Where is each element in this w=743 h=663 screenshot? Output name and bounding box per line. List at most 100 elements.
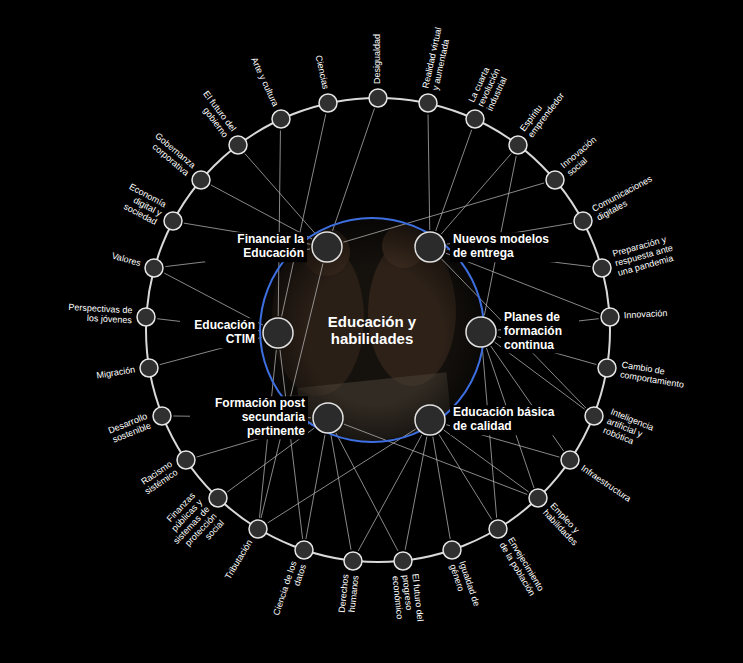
topic-circle xyxy=(443,541,461,559)
node-circle xyxy=(144,258,164,278)
topic-node: Economía digital y sociedad xyxy=(163,211,183,231)
node-circle xyxy=(208,488,228,508)
node-circle xyxy=(152,406,172,426)
topic-label: Desigualdad xyxy=(373,18,383,84)
theme-label: Formación post secundaria pertinente xyxy=(190,396,308,439)
topic-node: Preparación y respuesta ante una pandemi… xyxy=(592,258,612,278)
theme-node: Educación básica de calidad xyxy=(414,404,446,436)
topic-label: Comunicaciones digitales xyxy=(591,175,659,223)
topic-node: Racismo sistémico xyxy=(176,450,196,470)
connector-line xyxy=(278,130,280,316)
topic-label: Desarrollo sostenible xyxy=(84,412,153,455)
node-circle xyxy=(262,317,294,349)
connector-line xyxy=(282,114,326,316)
connector-group xyxy=(157,108,599,551)
node-circle xyxy=(600,307,620,327)
topic-node: Migración xyxy=(139,358,159,378)
node-circle xyxy=(312,402,344,434)
topic-node: Igualdad de género xyxy=(442,540,462,560)
topic-circle xyxy=(585,407,603,425)
topic-circle xyxy=(598,359,616,377)
topic-circle xyxy=(601,308,619,326)
topic-node: El futuro del gobierno xyxy=(228,135,248,155)
topic-label: Derechos humanos xyxy=(334,573,361,641)
topic-circle xyxy=(192,171,210,189)
node-circle xyxy=(228,135,248,155)
topic-node: Derechos humanos xyxy=(343,551,363,571)
node-circle xyxy=(597,358,617,378)
topic-circle xyxy=(229,136,247,154)
topic-circle xyxy=(209,489,227,507)
connector-line xyxy=(439,434,492,519)
topic-label: Envejecimiento de la población xyxy=(496,536,547,603)
connector-line xyxy=(333,108,375,231)
topic-label: Preparación y respuesta ante una pandemi… xyxy=(611,232,683,278)
topic-label: Innovación xyxy=(623,308,689,321)
theme-label: Educación básica de calidad xyxy=(450,405,566,435)
topic-label: La cuarta revolución industrial xyxy=(468,41,523,113)
topic-circle xyxy=(593,259,611,277)
connector-line xyxy=(444,430,529,492)
topic-label: Valores xyxy=(76,242,142,269)
node-circle xyxy=(294,540,314,560)
topic-label: Inteligencia artificial y robótica xyxy=(601,407,673,459)
topic-node: El futuro del progreso económico xyxy=(393,551,413,571)
connector-line xyxy=(280,350,303,539)
connector-line xyxy=(336,433,398,551)
node-circle xyxy=(465,109,485,129)
topic-node: Ciencia de los datos xyxy=(294,540,314,560)
node-circle xyxy=(318,93,338,113)
topic-circle xyxy=(319,94,337,112)
connector-line xyxy=(433,437,450,539)
topic-circle xyxy=(249,520,267,538)
topic-circle xyxy=(489,520,507,538)
topic-label: Racismo sistémico xyxy=(114,460,180,513)
connector-line xyxy=(268,429,416,523)
topic-node: Realidad virtual y aumentada xyxy=(418,93,438,113)
node-circle xyxy=(368,88,388,108)
topic-node: Finanzas públicas y sistemas de protecci… xyxy=(208,488,228,508)
node-circle xyxy=(508,135,528,155)
topic-label: Ciencia de los datos xyxy=(269,560,309,629)
topic-node: Desigualdad xyxy=(368,88,388,108)
node-circle xyxy=(343,551,363,571)
theme-circle xyxy=(312,232,342,262)
node-circle xyxy=(414,231,446,263)
topic-label: Realidad virtual y aumentada xyxy=(421,23,455,92)
node-circle xyxy=(592,258,612,278)
outer-ring xyxy=(146,98,610,562)
node-circle xyxy=(393,551,413,571)
topic-node: Infraestructura xyxy=(560,450,580,470)
topic-node: Perspectivas de los jóvenes xyxy=(136,307,156,327)
topic-node: Cambio de comportamiento xyxy=(597,358,617,378)
connector-line xyxy=(428,114,430,230)
node-circle xyxy=(414,404,446,436)
topic-node: Ciencias xyxy=(318,93,338,113)
topic-label: Economía digital y sociedad xyxy=(95,171,167,228)
topic-label: Cambio de comportamiento xyxy=(619,360,687,390)
node-circle xyxy=(442,540,462,560)
topic-circle xyxy=(164,212,182,230)
topic-circle xyxy=(546,171,564,189)
topic-label: El futuro del gobierno xyxy=(181,76,237,141)
node-circle xyxy=(573,211,593,231)
topic-node: Gobernanza corporativa xyxy=(191,170,211,190)
theme-label: Planes de formación continua xyxy=(501,310,579,353)
topic-node: Envejecimiento de la población xyxy=(488,519,508,539)
topic-label: Empleo y habilidades xyxy=(540,502,600,564)
connector-line xyxy=(446,253,600,313)
topic-label: Perspectivas de los jóvenes xyxy=(66,303,133,326)
topic-label: Igualdad de género xyxy=(447,560,487,629)
topic-circle xyxy=(137,308,155,326)
topic-node: Empleo y habilidades xyxy=(528,488,548,508)
topic-node: Espíritu emprendedor xyxy=(508,135,528,155)
connector-line xyxy=(358,435,422,551)
topic-node: Desarrollo sostenible xyxy=(152,406,172,426)
hub-label: Educación y habilidades xyxy=(312,313,432,348)
topic-label: Tributación xyxy=(213,538,256,600)
theme-node: Planes de formación continua xyxy=(465,316,497,348)
topic-circle xyxy=(466,110,484,128)
topic-node: Valores xyxy=(144,258,164,278)
theme-node: Formación post secundaria pertinente xyxy=(312,402,344,434)
node-circle xyxy=(545,170,565,190)
